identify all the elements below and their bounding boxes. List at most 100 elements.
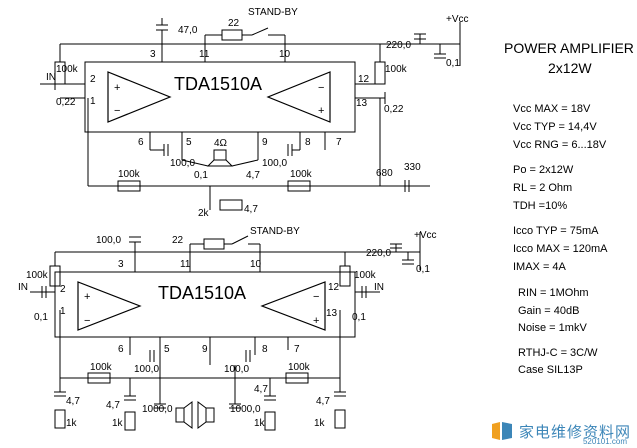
bottom-standby-label: STAND-BY (250, 226, 300, 237)
bottom-r-gnd-right (334, 409, 346, 429)
top-chip-body (84, 61, 356, 133)
watermark-text: 家电维修资料网 (518, 423, 631, 441)
top-c-pot: 4,7 (244, 204, 258, 215)
top-pin-2: 2 (90, 74, 96, 85)
bottom-pin-10: 10 (250, 259, 262, 270)
top-amp-left (107, 71, 172, 123)
spec-icco-typ: Icco TYP = 75mA (513, 225, 599, 237)
svg-text:+: + (114, 82, 120, 94)
bottom-r-fb-left-label: 100k (90, 362, 113, 373)
top-in-label: IN (46, 72, 56, 83)
top-r-fb-left-label: 100k (118, 169, 141, 180)
top-circuit: + − − + TDA1510A 47,0 22 STAND-BY +Vcc 2… (40, 7, 469, 219)
bottom-c-lo-right: 4,7 (254, 384, 268, 395)
title-line-1: POWER AMPLIFIER (504, 40, 634, 56)
top-pin-8: 8 (305, 137, 311, 148)
watermark-logo-icon (491, 422, 512, 440)
bottom-r-lo-right-label: 1k (254, 418, 266, 429)
bottom-c-boot-right: 100,0 (224, 364, 249, 375)
bottom-pin-1: 1 (60, 306, 66, 317)
bottom-r-standby (203, 238, 225, 250)
top-standby-label: STAND-BY (248, 7, 298, 18)
bottom-r-gnd-left (54, 409, 66, 429)
bottom-c-lo-left: 4,7 (106, 400, 120, 411)
top-pin-13: 13 (356, 98, 368, 109)
top-r-fb-right-label: 100k (290, 169, 313, 180)
top-r-in-right (374, 61, 386, 85)
spec-icco-max: Icco MAX = 120mA (513, 243, 608, 255)
top-c-boot-left: 100,0 (170, 158, 195, 169)
spec-po: Po = 2x12W (513, 164, 574, 176)
bottom-pin-6: 6 (118, 344, 124, 355)
top-pin-7: 7 (336, 137, 342, 148)
bottom-r-in-right-label: 100k (354, 270, 377, 281)
top-r-fb-right (287, 180, 311, 192)
spec-gain: Gain = 40dB (518, 305, 580, 317)
watermark-url: 520101.com (582, 437, 627, 446)
top-r-standby (221, 29, 243, 41)
top-chip-label: TDA1510A (174, 74, 262, 94)
bottom-speaker-left (175, 407, 185, 423)
spec-case: Case SIL13P (518, 364, 583, 376)
top-pin-12: 12 (358, 74, 370, 85)
bottom-pin-7: 7 (294, 344, 300, 355)
spec-rthj: RTHJ-C = 3C/W (518, 347, 598, 359)
bottom-pin-12: 12 (328, 282, 340, 293)
spec-vcc-rng: Vcc RNG = 6...18V (513, 139, 607, 151)
top-r-in-left-label: 100k (56, 64, 79, 75)
top-pin-5: 5 (186, 137, 192, 148)
bottom-c-in-right: 0,1 (352, 312, 366, 323)
spec-tdh: TDH =10% (513, 200, 568, 212)
top-c-in-right: 0,22 (384, 104, 404, 115)
bottom-r-in-left (49, 265, 61, 287)
title-line-2: 2x12W (548, 60, 592, 76)
bottom-r-gnd-left-label: 1k (66, 418, 78, 429)
svg-text:−: − (318, 82, 324, 94)
bottom-c-boot-left: 100,0 (134, 364, 159, 375)
bottom-amp-left (77, 281, 142, 331)
svg-text:+: + (318, 105, 324, 117)
bottom-r-lo-right (264, 411, 276, 431)
top-pin-3: 3 (150, 49, 156, 60)
bottom-r-fb-left (87, 372, 111, 384)
bottom-vcc-label: +Vcc (414, 230, 437, 241)
spec-rl: RL = 2 Ohm (513, 182, 573, 194)
top-r-standby-label: 22 (228, 18, 240, 29)
spec-rin: RIN = 1MOhm (518, 287, 589, 299)
spec-vcc-max: Vcc MAX = 18V (513, 103, 591, 115)
bottom-pin-11: 11 (180, 259, 191, 270)
bottom-r-in-left-label: 100k (26, 270, 49, 281)
bottom-r-lo-left-label: 1k (112, 418, 124, 429)
top-pot (219, 199, 243, 211)
bottom-pin-2: 2 (60, 284, 66, 295)
bottom-standby-switch (231, 235, 249, 245)
bottom-amp-right (260, 281, 326, 331)
svg-text:+: + (313, 315, 319, 327)
top-speaker-label: 4Ω (214, 138, 228, 149)
top-c-supply2: 0,1 (446, 58, 460, 69)
watermark: 家电维修资料网 520101.com (489, 418, 631, 446)
bottom-circuit: + − − + TDA1510A 100,0 22 STAND-BY +Vcc … (18, 226, 437, 431)
top-r-in-right-label: 100k (385, 64, 408, 75)
bottom-c-top: 100,0 (96, 235, 121, 246)
top-c-supply: 220,0 (386, 40, 411, 51)
top-amp-right (266, 71, 331, 123)
bottom-pin-5: 5 (164, 344, 170, 355)
bottom-pin-9: 9 (202, 344, 208, 355)
top-vcc-label: +Vcc (446, 14, 469, 25)
top-pot-label: 2k (198, 208, 210, 219)
top-pin-6: 6 (138, 137, 144, 148)
top-pin-10: 10 (279, 49, 291, 60)
top-c-boot-right: 100,0 (262, 158, 287, 169)
svg-text:−: − (84, 315, 90, 327)
top-pin-11: 11 (199, 49, 210, 60)
top-c-mid2: 4,7 (246, 170, 260, 181)
bottom-c-out-right: 1000,0 (230, 404, 261, 415)
bottom-chip-body (54, 271, 356, 338)
top-r-fb-left (117, 180, 141, 192)
spec-imax: IMAX = 4A (513, 261, 566, 273)
bottom-pin-3: 3 (118, 259, 124, 270)
bottom-in-right: IN (374, 282, 384, 293)
bottom-c-supply: 220,0 (366, 248, 391, 259)
